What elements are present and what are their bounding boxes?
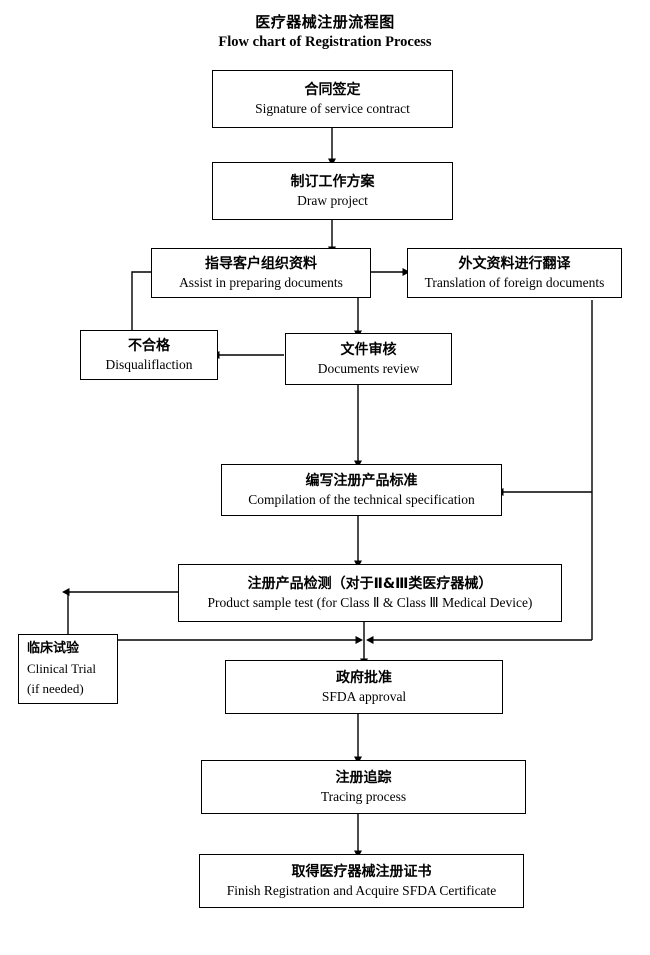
node-project-en: Draw project — [297, 192, 368, 208]
chart-title-cn: 医疗器械注册流程图 — [255, 13, 395, 31]
node-tracing-cn: 注册追踪 — [335, 769, 392, 786]
node-disqualify-en: Disqualiflaction — [105, 356, 193, 372]
node-contract-en: Signature of service contract — [255, 100, 410, 116]
node-sampletest-cn: 注册产品检测（对于Ⅱ&Ⅲ类医疗器械） — [247, 575, 493, 592]
node-clinical-cn: 临床试验 — [27, 641, 80, 656]
node-approval-en: SFDA approval — [321, 688, 407, 704]
node-sampletest[interactable]: 注册产品检测（对于Ⅱ&Ⅲ类医疗器械） Product sample test (… — [178, 564, 562, 622]
node-assist-en: Assist in preparing documents — [179, 274, 343, 290]
node-review[interactable]: 文件审核 Documents review — [285, 333, 452, 385]
node-compilation[interactable]: 编写注册产品标准 Compilation of the technical sp… — [221, 464, 502, 516]
chart-title: 医疗器械注册流程图 Flow chart of Registration Pro… — [0, 12, 650, 52]
node-disqualify-cn: 不合格 — [128, 337, 170, 354]
node-assist[interactable]: 指导客户组织资料 Assist in preparing documents — [151, 248, 371, 298]
node-finish-en: Finish Registration and Acquire SFDA Cer… — [226, 882, 497, 898]
node-review-en: Documents review — [317, 360, 420, 376]
node-clinical-note: (if needed) — [27, 681, 84, 696]
node-project-cn: 制订工作方案 — [290, 173, 375, 190]
node-clinical-en: Clinical Trial — [27, 661, 96, 676]
node-translation-cn: 外文资料进行翻译 — [458, 255, 571, 272]
node-compilation-cn: 编写注册产品标准 — [305, 472, 418, 489]
node-contract-cn: 合同签定 — [304, 81, 361, 98]
node-finish[interactable]: 取得医疗器械注册证书 Finish Registration and Acqui… — [199, 854, 524, 908]
node-assist-cn: 指导客户组织资料 — [205, 255, 317, 272]
node-approval-cn: 政府批准 — [336, 669, 392, 686]
node-contract[interactable]: 合同签定 Signature of service contract — [212, 70, 453, 128]
node-compilation-en: Compilation of the technical specificati… — [248, 491, 475, 507]
node-sampletest-en: Product sample test (for Class Ⅱ & Class… — [207, 594, 533, 610]
chart-title-en: Flow chart of Registration Process — [218, 34, 432, 50]
node-disqualify[interactable]: 不合格 Disqualiflaction — [80, 330, 218, 380]
node-project[interactable]: 制订工作方案 Draw project — [212, 162, 453, 220]
node-tracing[interactable]: 注册追踪 Tracing process — [201, 760, 526, 814]
node-clinical[interactable]: 临床试验 Clinical Trial (if needed) — [18, 634, 118, 704]
node-translation[interactable]: 外文资料进行翻译 Translation of foreign document… — [407, 248, 622, 298]
node-review-cn: 文件审核 — [340, 341, 397, 358]
node-tracing-en: Tracing process — [320, 788, 407, 804]
node-translation-en: Translation of foreign documents — [424, 274, 605, 290]
edge-disqualify-assist — [131, 271, 151, 330]
node-approval[interactable]: 政府批准 SFDA approval — [225, 660, 503, 714]
node-finish-cn: 取得医疗器械注册证书 — [291, 863, 432, 880]
